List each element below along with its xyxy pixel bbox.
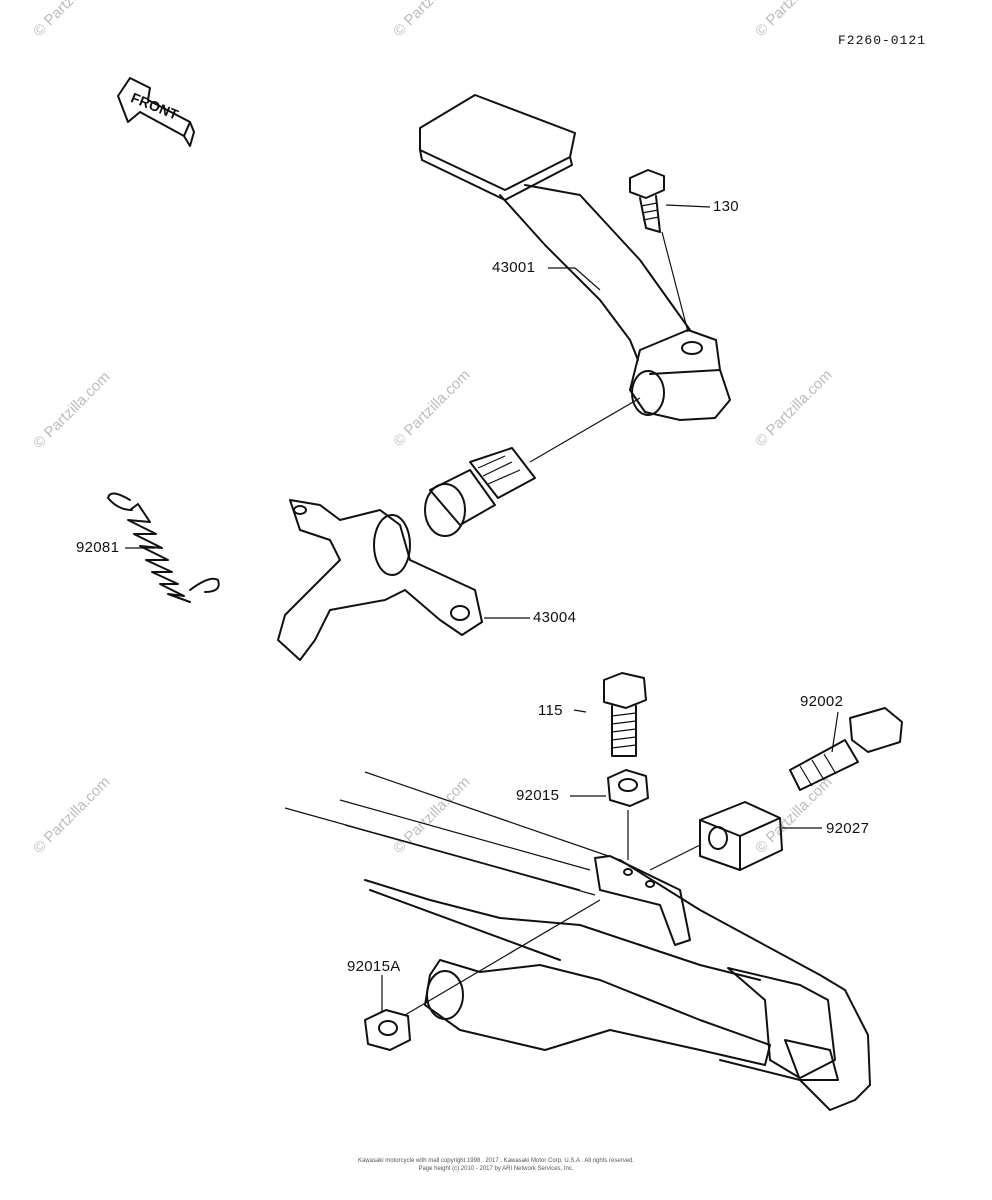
part-label-92015a[interactable]: 92015A <box>347 958 401 975</box>
block-92027-drawing <box>649 801 822 871</box>
spring-92081-drawing <box>107 492 220 603</box>
brake-pedal-drawing <box>419 94 731 421</box>
nut-92015-drawing <box>570 769 649 860</box>
footer-copyright: Kawasaki motorcycle with mall copyright … <box>357 1158 635 1164</box>
bolt-130-drawing <box>629 169 711 333</box>
bolt-115-drawing <box>573 672 647 757</box>
part-label-43004[interactable]: 43004 <box>533 609 577 626</box>
bolt-92002-drawing <box>789 707 903 791</box>
swing-arm-drawing <box>284 771 871 1111</box>
footer-page-info: Page height (c) 2010 - 2017 by ARI Netwo… <box>418 1166 574 1172</box>
nut-92015a-drawing <box>364 899 601 1051</box>
part-label-92027[interactable]: 92027 <box>826 820 870 837</box>
part-label-92002[interactable]: 92002 <box>800 693 844 710</box>
diagram-code: F2260-0121 <box>838 33 927 48</box>
brake-shaft-drawing <box>277 447 536 661</box>
part-label-43001[interactable]: 43001 <box>492 259 536 276</box>
front-arrow-icon <box>117 77 195 147</box>
part-label-130[interactable]: 130 <box>713 198 739 215</box>
part-label-92081[interactable]: 92081 <box>76 539 120 556</box>
part-label-115[interactable]: 115 <box>538 702 563 719</box>
part-label-92015[interactable]: 92015 <box>516 787 560 804</box>
